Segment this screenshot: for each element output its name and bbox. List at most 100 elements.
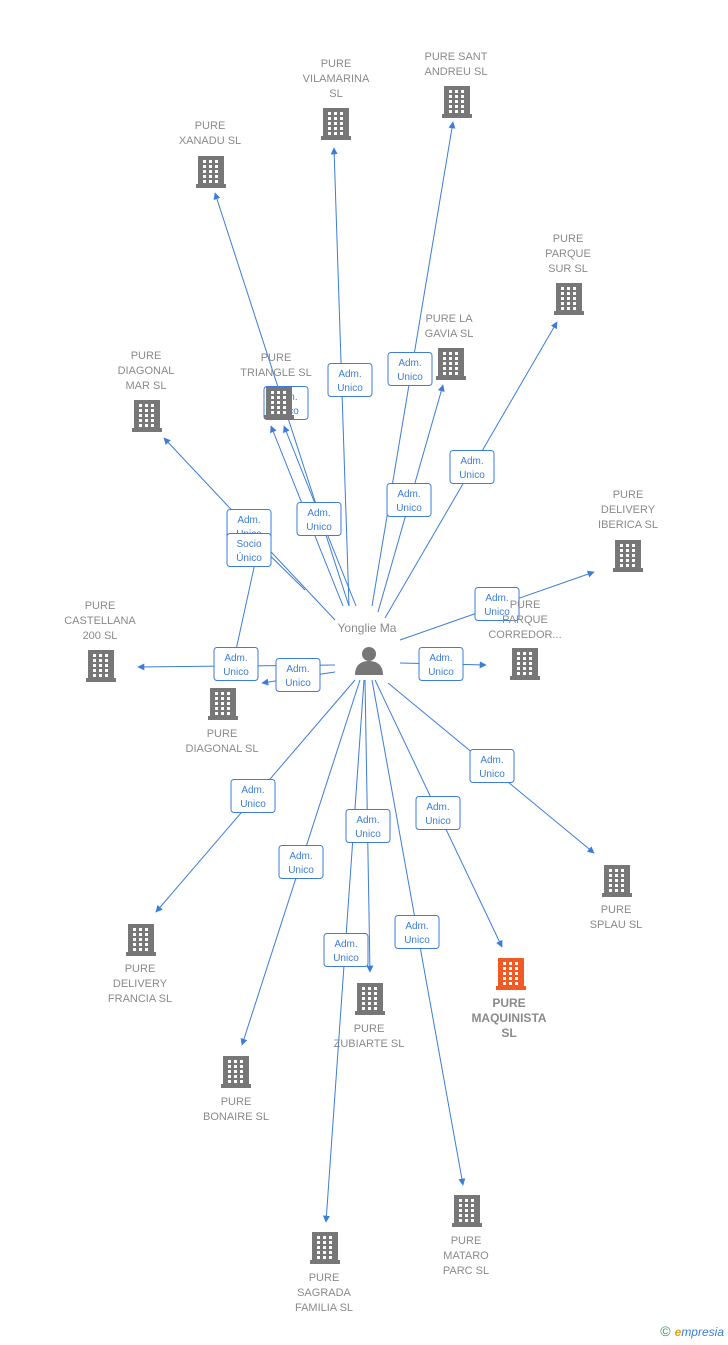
relation-label-text: Adm. (307, 508, 330, 519)
building-icon (602, 865, 632, 897)
relation-label[interactable]: Adm.Unico (449, 450, 495, 484)
company-name: PURE (309, 1272, 340, 1284)
relation-label-text: Unico (337, 383, 363, 394)
relation-label-text: Adm. (398, 358, 421, 369)
relation-label-text: Adm. (241, 785, 264, 796)
relation-label[interactable]: Adm.Unico (323, 933, 369, 967)
building-icon (264, 387, 294, 419)
company-name: PURE (207, 728, 238, 740)
company-node-diagonal[interactable]: PURE DIAGONAL SL (186, 688, 259, 755)
company-name: PURE (85, 600, 116, 612)
relation-label-text: Adm. (480, 755, 503, 766)
relation-label-box (345, 809, 391, 843)
watermark: ©empresia (660, 1323, 724, 1339)
relation-label[interactable]: Adm. Unico (230, 779, 276, 813)
building-icon (452, 1195, 482, 1227)
company-name: SL (501, 1026, 516, 1040)
company-name: BONAIRE SL (203, 1111, 269, 1123)
building-icon (221, 1056, 251, 1088)
company-node-zubiarte[interactable]: PURE ZUBIARTE SL (334, 983, 405, 1050)
person-icon (355, 647, 383, 675)
relation-label[interactable]: Adm.Unico (474, 587, 520, 621)
relation-label-text: Adm. (237, 515, 260, 526)
relation-label-text: Unico (355, 829, 381, 840)
company-name: PURE (601, 904, 632, 916)
relation-label-box (469, 749, 515, 783)
relation-label-text: Único (236, 551, 262, 564)
company-name: PARQUE (502, 614, 548, 626)
company-name: IBERICA SL (598, 519, 658, 531)
brand-name: mpresia (681, 1325, 724, 1339)
relation-label[interactable]: Adm. Unico (327, 363, 373, 397)
relation-label[interactable]: Adm. Unico (415, 796, 461, 830)
relation-label-box (230, 779, 276, 813)
building-icon (132, 400, 162, 432)
company-name: DIAGONAL SL (186, 743, 259, 755)
company-node-sagrada-familia[interactable]: PURE SAGRADA FAMILIA SL (295, 1232, 353, 1314)
company-node-splau[interactable]: PURE SPLAU SL (590, 865, 643, 931)
company-name: ZUBIARTE SL (334, 1038, 405, 1050)
company-name: PURE (321, 58, 352, 70)
relation-label-box (275, 658, 321, 692)
company-name: MAQUINISTA (471, 1011, 546, 1025)
company-name: SAGRADA (297, 1287, 351, 1299)
relation-label-text: Adm. (289, 851, 312, 862)
relation-label-text: Adm. (224, 653, 247, 664)
company-name: SPLAU SL (590, 919, 643, 931)
relation-label-text: Adm. (426, 802, 449, 813)
company-name: FAMILIA SL (295, 1302, 353, 1314)
building-icon (310, 1232, 340, 1264)
relation-label-box (386, 483, 432, 517)
relation-label[interactable]: Adm. Unico (386, 483, 432, 517)
company-name: PARC SL (443, 1265, 489, 1277)
relation-label-box (213, 647, 259, 681)
relation-label-text: Adm. (356, 815, 379, 826)
relation-label-text: Unico (428, 667, 454, 678)
company-name: CASTELLANA (64, 615, 136, 627)
relation-label-box (474, 587, 520, 621)
building-icon (554, 283, 584, 315)
relation-label-text: Adm. (397, 489, 420, 500)
relation-label[interactable]: Adm. Unico (278, 845, 324, 879)
relation-label[interactable]: Adm.Unico (213, 647, 259, 681)
relation-label-text: Unico (425, 816, 451, 827)
relation-label[interactable]: Adm.Unico (469, 749, 515, 783)
building-icon (196, 156, 226, 188)
building-icon (86, 650, 116, 682)
company-name: PURE (354, 1023, 385, 1035)
relation-label[interactable]: Adm.Unico (296, 502, 342, 536)
relation-label[interactable]: Adm.Unico (394, 915, 440, 949)
relation-label-text: Unico (397, 372, 423, 383)
company-node-parque-corredor[interactable]: PUREPARQUECORREDOR... (488, 599, 562, 680)
relation-label-text: Adm. (338, 369, 361, 380)
company-node-bonaire[interactable]: PURE BONAIRE SL (203, 1056, 269, 1123)
relation-label[interactable]: Adm.Unico (418, 647, 464, 681)
relation-label-text: Unico (240, 799, 266, 810)
center-person[interactable]: Yonglie Ma (338, 621, 397, 675)
relation-label-text: Unico (288, 865, 314, 876)
relation-label-text: Unico (396, 503, 422, 514)
relation-label-text: Adm. (286, 664, 309, 675)
building-icon (321, 108, 351, 140)
company-name: PURE (221, 1096, 252, 1108)
company-name: FRANCIA SL (108, 993, 172, 1005)
company-name: DELIVERY (601, 504, 656, 516)
company-name: TRIANGLE SL (240, 367, 312, 379)
relation-label[interactable]: Adm. Unico (387, 352, 433, 386)
relation-label[interactable]: Adm.Unico (275, 658, 321, 692)
company-name: XANADU SL (179, 135, 241, 147)
relation-label[interactable]: Adm. Unico (345, 809, 391, 843)
